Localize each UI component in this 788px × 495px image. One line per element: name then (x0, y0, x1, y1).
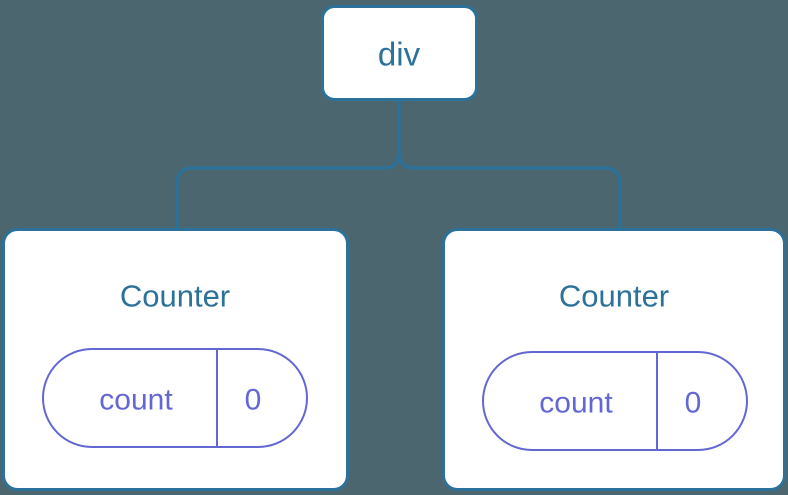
state-value-counter-left: 0 (245, 384, 262, 417)
state-pill-counter-left-outline (42, 348, 308, 448)
node-counter-right-label: Counter (559, 279, 669, 314)
edge-group (175, 98, 622, 232)
edge-root-to-counter-right (412, 166, 622, 232)
node-counter-left[interactable]: Counter count 0 (2, 228, 349, 491)
state-pill-counter-right-outline (482, 351, 748, 451)
state-pill-counter-left[interactable]: count 0 (42, 348, 308, 448)
state-key-counter-left: count (99, 384, 173, 417)
edge-root-trunk (397, 98, 416, 170)
node-counter-right[interactable]: Counter count 0 (442, 228, 786, 491)
node-root-div[interactable]: div (321, 5, 478, 101)
node-counter-left-label: Counter (120, 279, 230, 314)
node-root-div-box (321, 5, 478, 101)
state-key-counter-right: count (539, 387, 613, 420)
state-pill-counter-right[interactable]: count 0 (482, 351, 748, 451)
edge-root-to-counter-left (175, 150, 401, 232)
state-value-counter-right: 0 (685, 387, 702, 420)
node-root-div-label: div (378, 36, 421, 73)
